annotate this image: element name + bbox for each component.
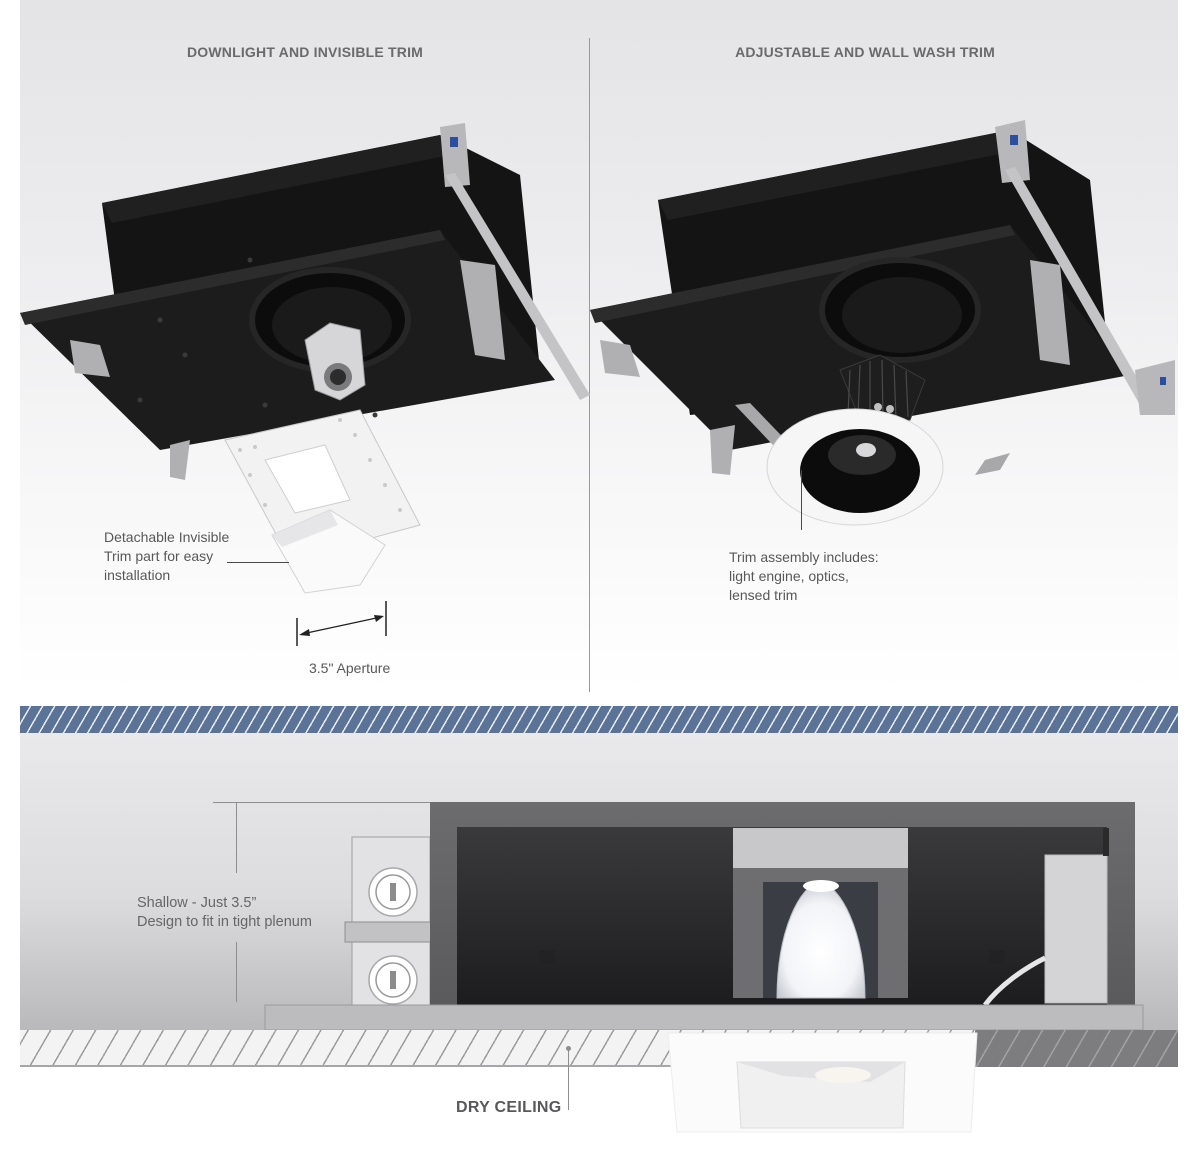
depth-callout: Shallow - Just 3.5” Design to fit in tig… [137, 894, 312, 932]
callout-line: Design to fit in tight plenum [137, 914, 312, 930]
adjustable-housing-illustration [590, 120, 1175, 526]
panel-title-adjustable: ADJUSTABLE AND WALL WASH TRIM [735, 44, 995, 60]
callout-line: Detachable Invisible [104, 529, 230, 545]
callout-line: Trim assembly includes: [729, 549, 879, 565]
depth-leader-bottom [236, 942, 237, 1002]
structure-hatch-band [20, 706, 1178, 733]
aperture-dimension-arrow [296, 601, 387, 646]
callout-line: Shallow - Just 3.5” [137, 895, 257, 911]
ceiling-leader-dot [566, 1046, 571, 1051]
callout-detachable-trim: Detachable Invisible Trim part for easy … [104, 528, 274, 585]
callout-line: installation [104, 567, 171, 583]
callout-line: light engine, optics, [729, 568, 849, 584]
aperture-label: 3.5" Aperture [309, 660, 391, 676]
callout-line: lensed trim [729, 587, 798, 603]
callout-line: Trim part for easy [104, 548, 214, 564]
ceiling-leader-line [568, 1048, 569, 1110]
downlight-housing-illustration [20, 123, 590, 594]
panel-divider [589, 38, 590, 692]
depth-leader-top [236, 803, 237, 873]
leader-line [227, 562, 289, 563]
housing-cross-section [264, 802, 1144, 1031]
ceiling-band-right [975, 1030, 1178, 1067]
dry-ceiling-label: DRY CEILING [456, 1099, 562, 1116]
callout-trim-assembly: Trim assembly includes: light engine, op… [729, 548, 929, 605]
depth-top-line [213, 802, 431, 803]
panel-title-downlight: DOWNLIGHT AND INVISIBLE TRIM [186, 44, 424, 60]
leader-line [801, 470, 802, 530]
invisible-trim-flush [667, 1032, 978, 1133]
